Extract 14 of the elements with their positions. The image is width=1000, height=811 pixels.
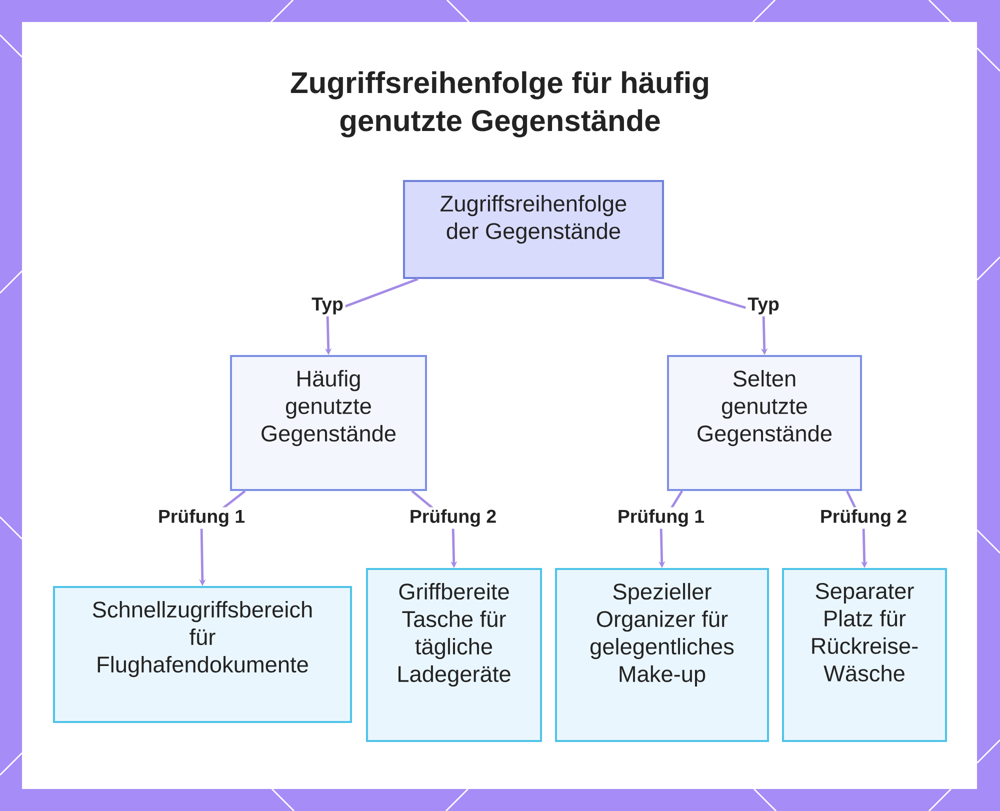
- edge-label: Prüfung 2: [407, 507, 499, 529]
- root-box: Zugriffsreihenfolge der Gegenstände: [403, 180, 664, 279]
- edge-label: Typ: [310, 296, 346, 316]
- edge-label: Prüfung 1: [615, 507, 707, 529]
- edge-label: Prüfung 1: [156, 507, 248, 529]
- edge-label: Prüfung 2: [818, 507, 910, 529]
- item-box: Schnellzugriffsbereich für Flughafendokumente: [53, 586, 352, 723]
- category-box: Häufig genutzte Gegenstände: [230, 355, 427, 491]
- category-box: Selten genutzte Gegenstände: [667, 355, 862, 491]
- item-box: Separater Platz für Rückreise-Wäsche: [782, 568, 947, 742]
- title: Zugriffsreihenfolge für häufig genutzte Gegenstände: [290, 71, 708, 138]
- item-box: Griffbereite Tasche für tägliche Ladegeräte: [366, 568, 542, 742]
- item-box: Spezieller Organizer für gelegentliches Make-up: [555, 568, 769, 742]
- edge-label: Typ: [746, 296, 782, 316]
